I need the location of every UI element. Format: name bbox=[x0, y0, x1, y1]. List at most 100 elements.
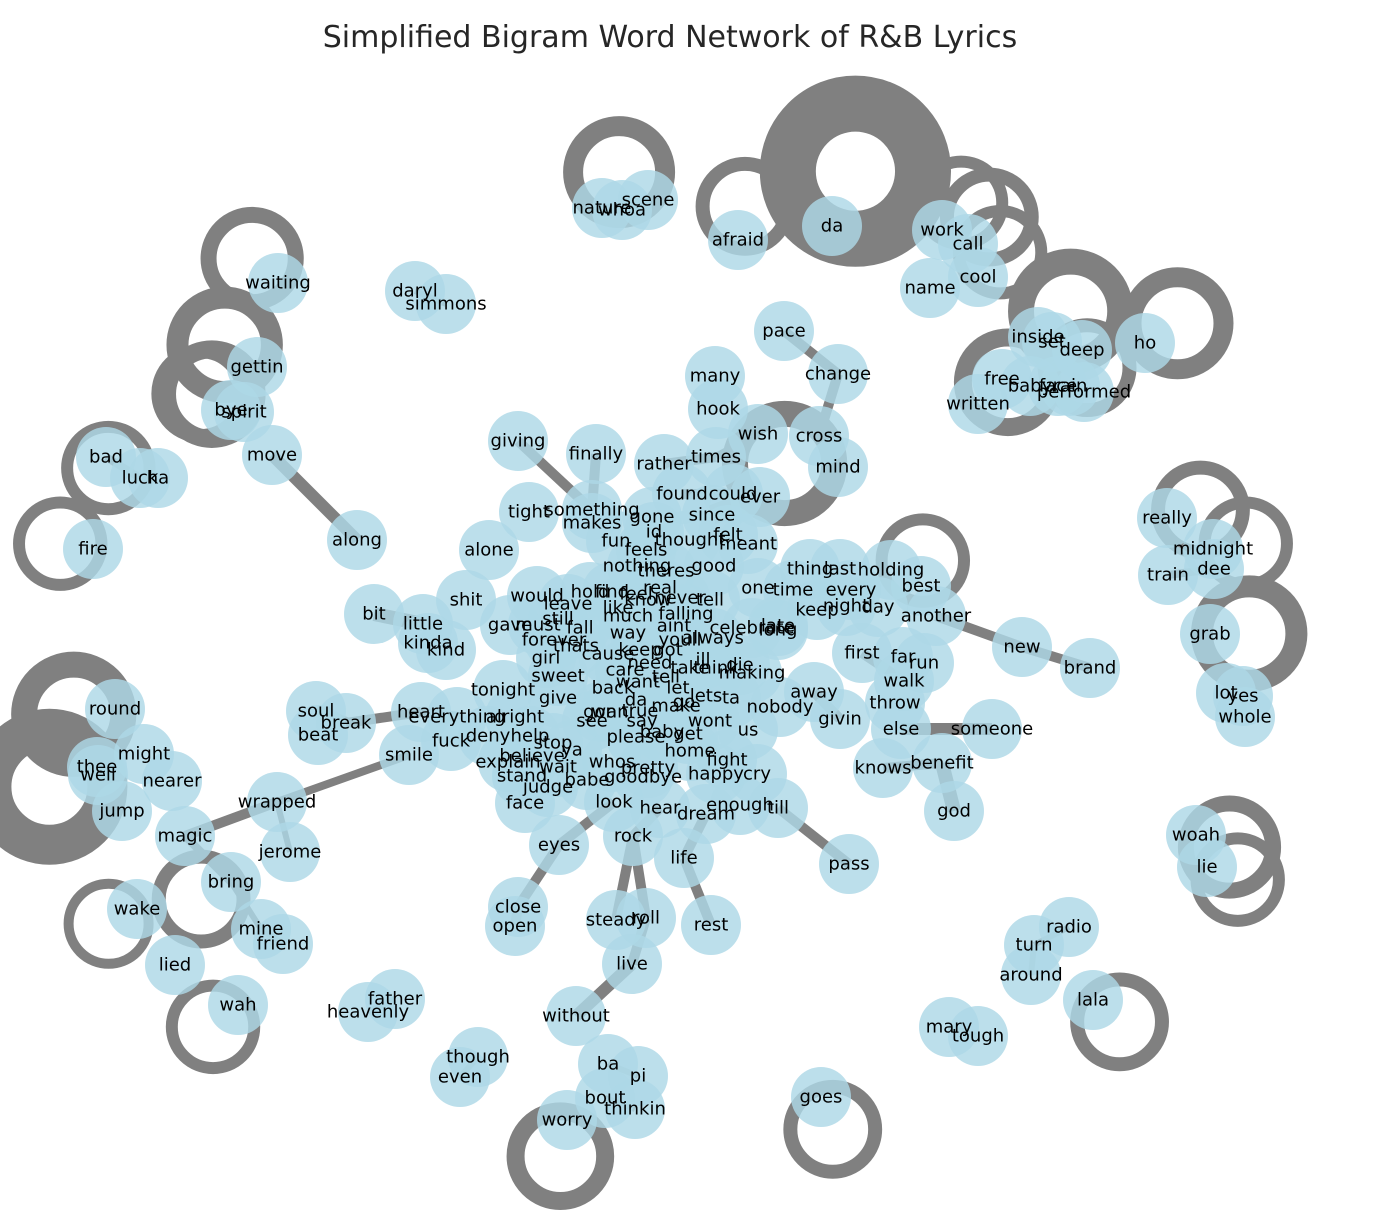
node-ho bbox=[1115, 313, 1175, 373]
node-label-way: way bbox=[610, 623, 647, 644]
node-around bbox=[1001, 945, 1061, 1005]
node-label-free: free bbox=[984, 369, 1020, 390]
node-label-pi: pi bbox=[630, 1066, 646, 1087]
node-label-turn: turn bbox=[1016, 935, 1053, 956]
node-label-know: know bbox=[624, 590, 672, 611]
node-label-take: take bbox=[671, 658, 710, 679]
node-label-found: found bbox=[656, 484, 708, 505]
node-label-fun: fun bbox=[601, 531, 630, 552]
node-label-afraid: afraid bbox=[712, 230, 764, 251]
node-label-scene: scene bbox=[622, 190, 675, 211]
node-label-alright: alright bbox=[486, 707, 544, 728]
node-label-rain: rain bbox=[1053, 376, 1088, 397]
node-nearer bbox=[142, 751, 202, 811]
node-label-run: run bbox=[909, 653, 939, 674]
node-label-good: good bbox=[692, 556, 737, 577]
node-name bbox=[900, 258, 960, 318]
node-someone bbox=[962, 699, 1022, 759]
node-label-go: go bbox=[673, 692, 695, 713]
node-kind bbox=[416, 620, 476, 680]
node-life bbox=[654, 828, 714, 888]
node-label-givin: givin bbox=[818, 709, 862, 730]
node-label-knows: knows bbox=[855, 758, 912, 779]
node-grab bbox=[1180, 604, 1240, 664]
node-spirit bbox=[214, 382, 274, 442]
node-label-need: need bbox=[628, 653, 673, 674]
node-label-face: face bbox=[1039, 376, 1077, 397]
node-day bbox=[848, 577, 908, 637]
node-afraid bbox=[708, 210, 768, 270]
node-label-judge: judge bbox=[522, 777, 573, 798]
node-fire bbox=[63, 519, 123, 579]
node-label-give: give bbox=[539, 688, 577, 709]
node-label-nothing: nothing bbox=[603, 556, 672, 577]
node-label-lets: lets bbox=[690, 686, 723, 707]
node-label-giving: giving bbox=[491, 431, 546, 452]
node-label-far: far bbox=[891, 647, 916, 668]
node-label-kinda: kinda bbox=[403, 633, 452, 654]
node-label-gone: gone bbox=[630, 507, 675, 528]
node-label-cause: cause bbox=[582, 644, 635, 665]
node-benefit bbox=[912, 733, 972, 793]
node-heavenly bbox=[338, 982, 398, 1042]
node-label-well: well bbox=[80, 765, 116, 786]
node-label-fuck: fuck bbox=[432, 731, 471, 752]
node-label-felt: felt bbox=[713, 525, 742, 546]
node-label-night: night bbox=[823, 596, 869, 617]
node-label-wah: wah bbox=[219, 995, 256, 1016]
node-label-roll: roll bbox=[632, 908, 660, 929]
node-label-would: would bbox=[510, 586, 564, 607]
node-label-forever: forever bbox=[522, 630, 587, 651]
node-label-midnight: midnight bbox=[1173, 539, 1253, 560]
node-label-pace: pace bbox=[762, 321, 805, 342]
node-label-cool: cool bbox=[960, 267, 997, 288]
node-god bbox=[924, 781, 984, 841]
node-label-dream: dream bbox=[677, 804, 735, 825]
node-label-work: work bbox=[920, 220, 964, 241]
node-label-shit: shit bbox=[450, 590, 483, 611]
node-label-set: set bbox=[1038, 332, 1066, 353]
node-lied bbox=[145, 935, 205, 995]
node-label-though: though bbox=[446, 1047, 510, 1068]
node-label-got: got bbox=[653, 640, 683, 661]
node-label-want: want bbox=[616, 672, 660, 693]
node-label-bit: bit bbox=[362, 604, 385, 625]
node-label-nobody: nobody bbox=[747, 697, 814, 718]
node-label-name: name bbox=[904, 278, 955, 299]
node-label-bring: bring bbox=[208, 872, 255, 893]
node-label-ho: ho bbox=[1134, 333, 1156, 354]
node-label-bad: bad bbox=[89, 447, 123, 468]
node-whole bbox=[1215, 687, 1275, 747]
node-label-even: even bbox=[438, 1067, 482, 1088]
node-label-kind: kind bbox=[427, 640, 465, 661]
node-jerome bbox=[260, 822, 320, 882]
node-label-luck: luck bbox=[122, 468, 159, 489]
node-label-wish: wish bbox=[738, 424, 779, 445]
node-label-much: much bbox=[603, 606, 653, 627]
node-label-every: every bbox=[826, 580, 877, 601]
node-really bbox=[1137, 488, 1197, 548]
node-train bbox=[1138, 545, 1198, 605]
node-label-mary: mary bbox=[926, 1017, 973, 1038]
node-label-baby: baby bbox=[1008, 376, 1053, 397]
node-new bbox=[992, 617, 1052, 677]
node-label-away: away bbox=[790, 682, 838, 703]
node-label-meant: meant bbox=[719, 534, 777, 555]
node-label-move: move bbox=[247, 445, 297, 466]
node-waiting bbox=[248, 253, 308, 313]
node-label-youll: youll bbox=[658, 630, 701, 651]
node-label-lie: lie bbox=[1196, 857, 1217, 878]
node-late bbox=[748, 596, 808, 656]
node-label-tight: tight bbox=[508, 502, 550, 523]
node-label-train: train bbox=[1147, 565, 1189, 586]
node-label-holding: holding bbox=[858, 560, 925, 581]
node-label-believe: believe bbox=[499, 746, 564, 767]
node-label-might: might bbox=[118, 744, 170, 765]
node-label-say: say bbox=[626, 711, 657, 732]
node-label-stand: stand bbox=[497, 766, 547, 787]
node-label-keep: keep bbox=[795, 600, 838, 621]
node-friend bbox=[253, 914, 313, 974]
node-label-like: like bbox=[603, 598, 634, 619]
node-smile bbox=[379, 725, 439, 785]
node-label-another: another bbox=[901, 606, 972, 627]
